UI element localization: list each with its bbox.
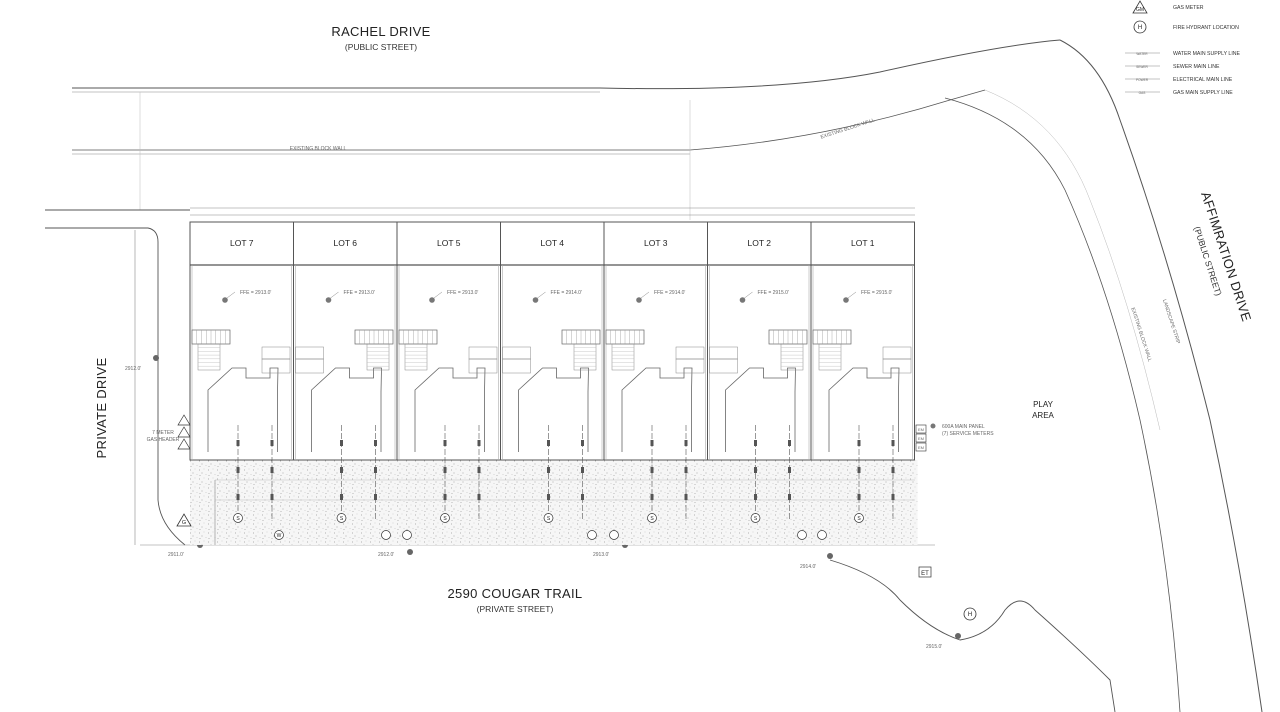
svg-text:S: S	[443, 516, 447, 522]
landscape-strip-label: LANDSCAPE STRIP	[1161, 299, 1181, 346]
ffe-label: FFE = 2913.0'	[240, 290, 271, 296]
street-name-cougar-trail: 2590 COUGAR TRAIL	[448, 586, 583, 601]
svg-text:GM: GM	[1136, 7, 1144, 13]
gas-meter-header: 7 METER GAS HEADER G	[147, 414, 192, 527]
svg-text:S: S	[547, 516, 551, 522]
elevation-sw: 2911.0'	[168, 552, 184, 558]
svg-text:G: G	[182, 520, 186, 526]
lot-label: LOT 5	[437, 238, 461, 248]
svg-text:H: H	[1138, 25, 1142, 31]
sewer-marker-icon: S	[233, 513, 243, 523]
ffe-label: FFE = 2915.0'	[861, 290, 892, 296]
lot-label: LOT 6	[334, 238, 358, 248]
svg-text:EM: EM	[918, 427, 924, 432]
svg-text:H: H	[968, 612, 972, 618]
lot-7: LOT 7 FFE = 2913.0' S	[189, 221, 294, 523]
gas-meter-legend-icon: GM	[1132, 0, 1148, 14]
utility-valve-icon	[797, 530, 807, 540]
legend-water: WATER MAIN SUPPLY LINE	[1173, 51, 1241, 57]
ffe-label: FFE = 2913.0'	[344, 290, 375, 296]
cougar-trail-street: 2590 COUGAR TRAIL (PRIVATE STREET) 2911.…	[168, 542, 977, 650]
gas-header-label-1: 7 METER	[152, 430, 174, 436]
svg-text:SEWER: SEWER	[1136, 65, 1148, 69]
lot-label: LOT 4	[541, 238, 565, 248]
lot-label: LOT 2	[748, 238, 772, 248]
lot-1: LOT 1 FFE = 2915.0' S	[810, 221, 915, 523]
fire-hydrant-icon	[963, 607, 977, 621]
street-name-rachel-drive: RACHEL DRIVE	[331, 24, 430, 39]
play-area-label-1: PLAY	[1033, 400, 1054, 409]
svg-text:WATER: WATER	[1136, 52, 1148, 56]
main-panel-label-2: (7) SERVICE METERS	[942, 431, 994, 437]
legend-electrical: ELECTRICAL MAIN LINE	[1173, 77, 1233, 83]
lot-label: LOT 7	[230, 238, 254, 248]
sewer-marker-icon: S	[543, 513, 554, 523]
street-sub-cougar-trail: (PRIVATE STREET)	[477, 604, 554, 614]
sewer-marker-icon: S	[854, 513, 864, 523]
svg-text:W: W	[277, 533, 282, 539]
rachel-drive-street: RACHEL DRIVE (PUBLIC STREET) EXISTING BL…	[72, 24, 1061, 220]
lot-4: LOT 4 FFE = 2914.0' S	[500, 221, 605, 523]
gas-header-label-2: GAS HEADER	[147, 437, 180, 443]
play-area-label-2: AREA	[1032, 411, 1054, 420]
svg-text:POWER: POWER	[1136, 78, 1149, 82]
utility-valve-icon	[381, 530, 391, 540]
lot-5: LOT 5 FFE = 2913.0' S	[396, 221, 501, 523]
elevation-s2: 2913.0'	[593, 552, 609, 558]
sewer-marker-icon: S	[440, 513, 450, 523]
ffe-label: FFE = 2913.0'	[447, 290, 478, 296]
street-name-private-drive: PRIVATE DRIVE	[94, 358, 109, 459]
svg-text:EM: EM	[918, 436, 924, 441]
lot-6: LOT 6 FFE = 2913.0' S	[293, 221, 398, 523]
electric-meter-panel: EM EM EM 600A MAIN PANEL (7) SERVICE MET…	[915, 423, 994, 452]
fire-hydrant-legend-icon: H	[1133, 20, 1147, 34]
elevation-se: 2915.0'	[926, 644, 942, 650]
elevation-west: 2912.0'	[125, 366, 141, 372]
svg-text:ET: ET	[921, 571, 929, 577]
svg-text:S: S	[754, 516, 758, 522]
utility-valve-icon	[609, 530, 619, 540]
existing-wall-label: EXISTING BLOCK WALL	[290, 146, 347, 152]
svg-text:S: S	[340, 516, 344, 522]
main-panel-label-1: 600A MAIN PANEL	[942, 424, 985, 430]
existing-wall-label-2: EXISTING BLOCK WALL	[820, 117, 876, 140]
legend-fire-hydrant: FIRE HYDRANT LOCATION	[1173, 25, 1239, 31]
lot-label: LOT 1	[851, 238, 875, 248]
svg-text:EM: EM	[918, 445, 924, 450]
overall-dimension-line	[190, 207, 915, 216]
ffe-label: FFE = 2914.0'	[551, 290, 582, 296]
svg-text:S: S	[650, 516, 654, 522]
gas-meter-icon: G	[176, 513, 192, 527]
sewer-marker-icon: S	[647, 513, 657, 523]
ffe-label: FFE = 2914.0'	[654, 290, 685, 296]
driveway-apron	[190, 460, 918, 545]
svg-text:S: S	[236, 516, 240, 522]
svg-text:S: S	[857, 516, 861, 522]
elevation-s3: 2914.0'	[800, 564, 816, 570]
sewer-marker-icon: S	[336, 513, 347, 523]
legend-sewer: SEWER MAIN LINE	[1173, 64, 1220, 70]
sewer-marker-icon: S	[750, 513, 761, 523]
legend: GM GAS METER H FIRE HYDRANT LOCATION WAT…	[1125, 0, 1241, 96]
utility-valve-icon	[402, 530, 412, 540]
water-marker-icon: W	[274, 530, 284, 540]
lot-label: LOT 3	[644, 238, 668, 248]
legend-gas: GAS MAIN SUPPLY LINE	[1173, 90, 1233, 96]
legend-gas-meter: GAS METER	[1173, 5, 1204, 11]
utility-valve-icon	[587, 530, 597, 540]
utility-valve-icon	[817, 530, 827, 540]
et-box	[918, 566, 932, 578]
elevation-s1: 2912.0'	[378, 552, 394, 558]
ffe-label: FFE = 2915.0'	[758, 290, 789, 296]
svg-text:GAS: GAS	[1139, 91, 1146, 95]
street-sub-rachel-drive: (PUBLIC STREET)	[345, 42, 417, 52]
